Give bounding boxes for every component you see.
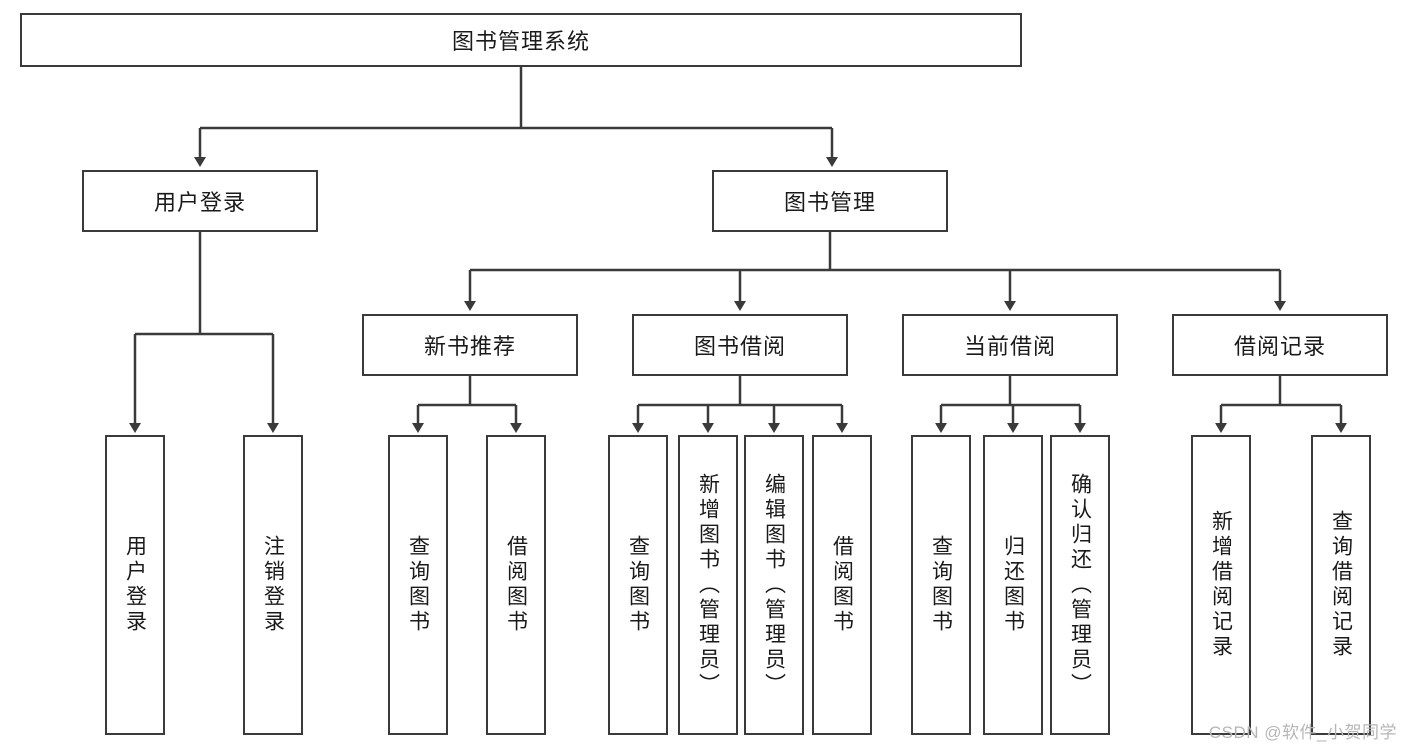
node-leaf-label: 确认归还（管理员） xyxy=(1068,472,1092,698)
node-leaf-confirm-return[interactable]: 确认归还（管理员） xyxy=(1050,435,1110,735)
node-leaf-label: 查询图书 xyxy=(626,535,650,635)
node-leaf-label: 归还图书 xyxy=(1001,535,1025,635)
node-leaf-query-book-3[interactable]: 查询图书 xyxy=(911,435,971,735)
csdn-watermark: CSDN @软件_小贺同学 xyxy=(1208,723,1397,742)
node-leaf-borrow-book-1[interactable]: 借阅图书 xyxy=(486,435,546,735)
node-book-borrow[interactable]: 图书借阅 xyxy=(632,314,848,376)
node-book-borrow-label: 图书借阅 xyxy=(693,334,786,359)
node-borrow-record-label: 借阅记录 xyxy=(1233,334,1326,359)
node-leaf-label: 借阅图书 xyxy=(504,535,528,635)
node-root-label: 图书管理系统 xyxy=(451,29,590,54)
node-leaf-query-book-1[interactable]: 查询图书 xyxy=(388,435,448,735)
node-leaf-query-record[interactable]: 查询借阅记录 xyxy=(1311,435,1371,735)
node-leaf-add-record[interactable]: 新增借阅记录 xyxy=(1191,435,1251,735)
node-new-book-rec[interactable]: 新书推荐 xyxy=(362,314,578,376)
node-leaf-edit-book[interactable]: 编辑图书（管理员） xyxy=(744,435,804,735)
node-root-system[interactable]: 图书管理系统 xyxy=(20,13,1022,67)
node-borrow-record[interactable]: 借阅记录 xyxy=(1172,314,1388,376)
node-book-manage[interactable]: 图书管理 xyxy=(712,170,948,232)
node-leaf-label: 编辑图书（管理员） xyxy=(762,472,786,698)
node-current-borrow[interactable]: 当前借阅 xyxy=(902,314,1118,376)
node-user-login[interactable]: 用户登录 xyxy=(82,170,318,232)
node-leaf-label: 查询借阅记录 xyxy=(1329,510,1353,660)
node-leaf-label: 注销登录 xyxy=(261,535,285,635)
node-current-borrow-label: 当前借阅 xyxy=(963,334,1056,359)
node-leaf-label: 新增图书（管理员） xyxy=(696,472,720,698)
node-new-book-rec-label: 新书推荐 xyxy=(423,334,516,359)
node-leaf-add-book[interactable]: 新增图书（管理员） xyxy=(678,435,738,735)
node-leaf-label: 查询图书 xyxy=(406,535,430,635)
node-leaf-user-login[interactable]: 用户登录 xyxy=(105,435,165,735)
node-leaf-label: 用户登录 xyxy=(123,535,147,635)
node-leaf-label: 新增借阅记录 xyxy=(1209,510,1233,660)
node-user-login-label: 用户登录 xyxy=(153,190,246,215)
node-leaf-return-book[interactable]: 归还图书 xyxy=(983,435,1043,735)
node-book-manage-label: 图书管理 xyxy=(783,190,876,215)
node-leaf-label: 借阅图书 xyxy=(830,535,854,635)
node-leaf-logout[interactable]: 注销登录 xyxy=(243,435,303,735)
node-leaf-borrow-book-2[interactable]: 借阅图书 xyxy=(812,435,872,735)
node-leaf-query-book-2[interactable]: 查询图书 xyxy=(608,435,668,735)
node-leaf-label: 查询图书 xyxy=(929,535,953,635)
